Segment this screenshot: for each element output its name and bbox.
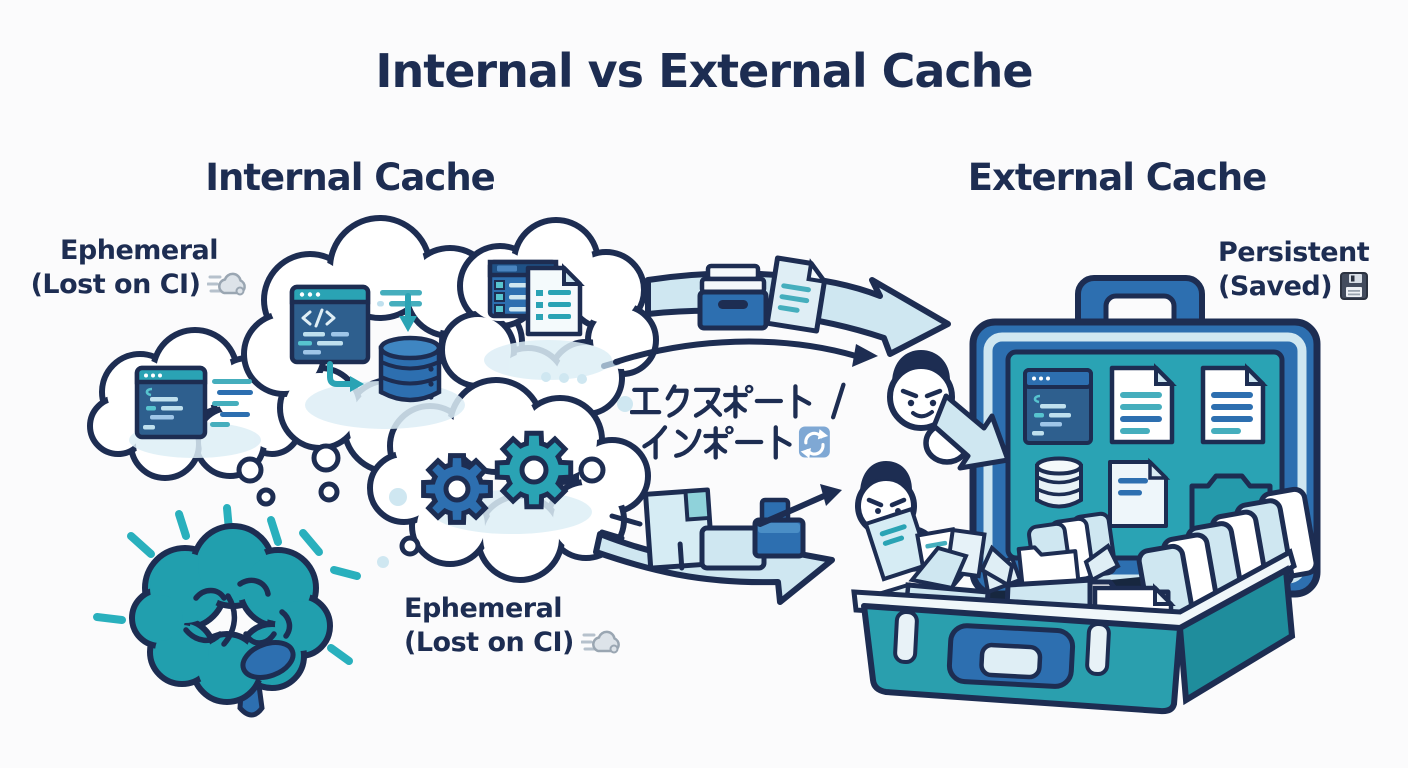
document-icon (525, 263, 585, 337)
text-lines (377, 290, 422, 307)
document-icon (1200, 363, 1268, 445)
file-icon (1108, 457, 1171, 528)
database-icon (378, 335, 442, 403)
worker-character-upper (887, 350, 971, 465)
open-suitcase (851, 275, 1321, 715)
import-band-arrow (593, 487, 835, 605)
internal-cache-heading: Internal Cache (205, 156, 496, 199)
ephemeral-top-line2: (Lost on CI) (30, 269, 201, 300)
document-icon (764, 255, 829, 334)
arrow-into-suitcase (931, 393, 1011, 471)
ephemeral-bottom-label: Ephemeral (Lost on CI) (404, 592, 624, 660)
code-window-icon (289, 284, 371, 365)
dash-wind-icon (206, 272, 247, 296)
persistent-line1: Persistent (1218, 237, 1370, 268)
export-band-arrow (645, 255, 951, 357)
persistent-label: Persistent (Saved) (1218, 236, 1388, 304)
text-lines (210, 379, 253, 427)
suitcase-front-handle (946, 623, 1076, 689)
ephemeral-top-label: Ephemeral (Lost on CI) (22, 234, 256, 302)
thin-import-arrow (757, 484, 842, 527)
floppy-disk-icon (1340, 272, 1369, 300)
ephemeral-top-line1: Ephemeral (59, 235, 219, 266)
external-cache-heading: External Cache (967, 156, 1268, 199)
puzzle-blocks-icon (643, 487, 806, 571)
ephemeral-bottom-line2: (Lost on CI) (404, 627, 574, 658)
export-import-line2 (642, 425, 830, 460)
export-import-line1 (630, 382, 846, 420)
hanging-folders (1087, 486, 1319, 651)
brain-icon (93, 504, 361, 718)
ephemeral-bottom-line1: Ephemeral (404, 593, 563, 624)
persistent-line2: (Saved) (1218, 271, 1333, 302)
export-import-label (618, 382, 858, 461)
document-icon (1109, 363, 1177, 445)
counterclockwise-arrows-icon (798, 426, 830, 459)
archive-box-icon (697, 263, 769, 331)
code-window-icon (134, 365, 208, 440)
database-icon (1035, 456, 1083, 509)
page-title: Internal vs External Cache (375, 44, 1033, 98)
code-window-icon (1023, 368, 1093, 445)
thought-clouds (87, 215, 659, 583)
thin-export-arrow (601, 338, 878, 369)
elbow-arrow-icon (327, 361, 364, 392)
thought-bubbles (236, 372, 633, 568)
suitcase-tray (851, 548, 1297, 715)
gear-icon (497, 433, 570, 506)
gear-icon (424, 456, 491, 523)
arrow-down-icon (399, 293, 417, 332)
dash-wind-icon (580, 630, 620, 654)
